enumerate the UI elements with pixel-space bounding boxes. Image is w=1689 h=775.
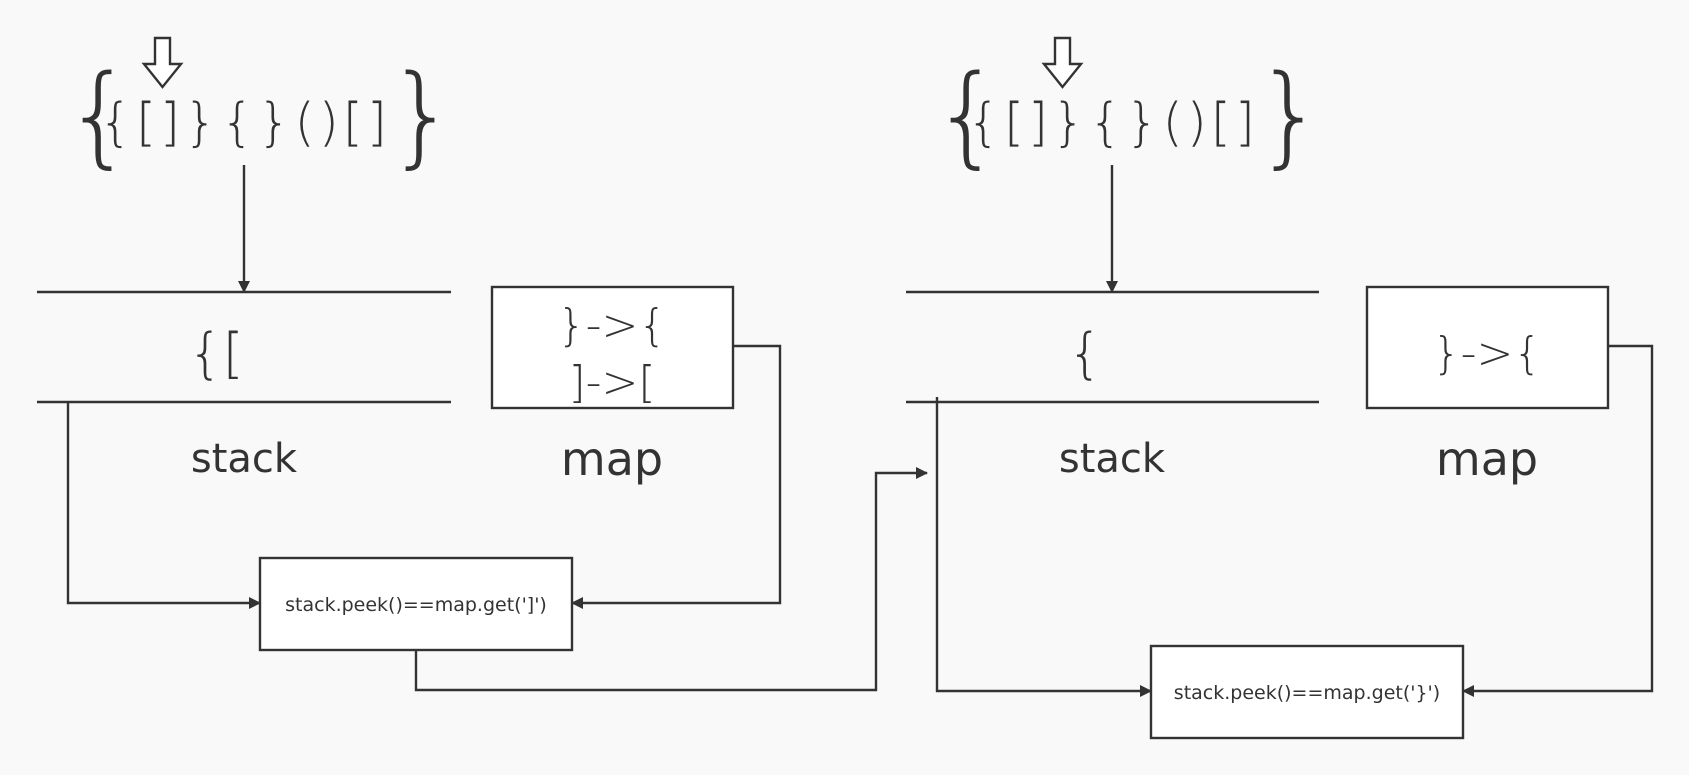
bracket-sequence: { [ ] } { } ( ) [ ]: [967, 93, 1255, 153]
right-panel: { } { [ ] } { } ( ) [ ] { stack }->{ map…: [906, 36, 1654, 740]
map-entry-1: }->{: [1433, 328, 1542, 379]
map-to-condition-connector: [1462, 344, 1654, 697]
pointer-arrow-icon: [141, 36, 184, 89]
map-to-condition-connector: [571, 344, 782, 609]
map-box: [1365, 285, 1610, 410]
stack-to-condition-connector: [66, 402, 261, 609]
outer-close-brace: }: [1255, 51, 1325, 179]
stack-contents: {[: [188, 322, 243, 385]
condition-text: stack.peek()==map.get('}'): [1174, 682, 1440, 704]
outer-open-brace: {: [932, 51, 1002, 179]
condition-text: stack.peek()==map.get(']'): [285, 594, 547, 616]
pointer-arrow-icon: [1041, 36, 1084, 89]
stack-label: stack: [1059, 436, 1166, 482]
map-label: map: [1436, 432, 1538, 486]
condition-to-next-state-connector: [414, 467, 928, 692]
map-entry-1: }->{: [558, 300, 667, 351]
map-entry-2: ]->[: [568, 357, 655, 408]
stack-label: stack: [191, 436, 298, 482]
stack-to-condition-connector: [935, 397, 1152, 697]
map-box: [490, 285, 735, 410]
left-panel: { } { [ ] } { } ( ) [ ] {[ stack }->{ ]-…: [37, 36, 928, 692]
map-label: map: [561, 432, 663, 486]
outer-open-brace: {: [64, 51, 134, 179]
outer-close-brace: }: [387, 51, 457, 179]
stack-contents: {: [1068, 322, 1102, 385]
bracket-sequence: { [ ] } { } ( ) [ ]: [99, 93, 387, 153]
